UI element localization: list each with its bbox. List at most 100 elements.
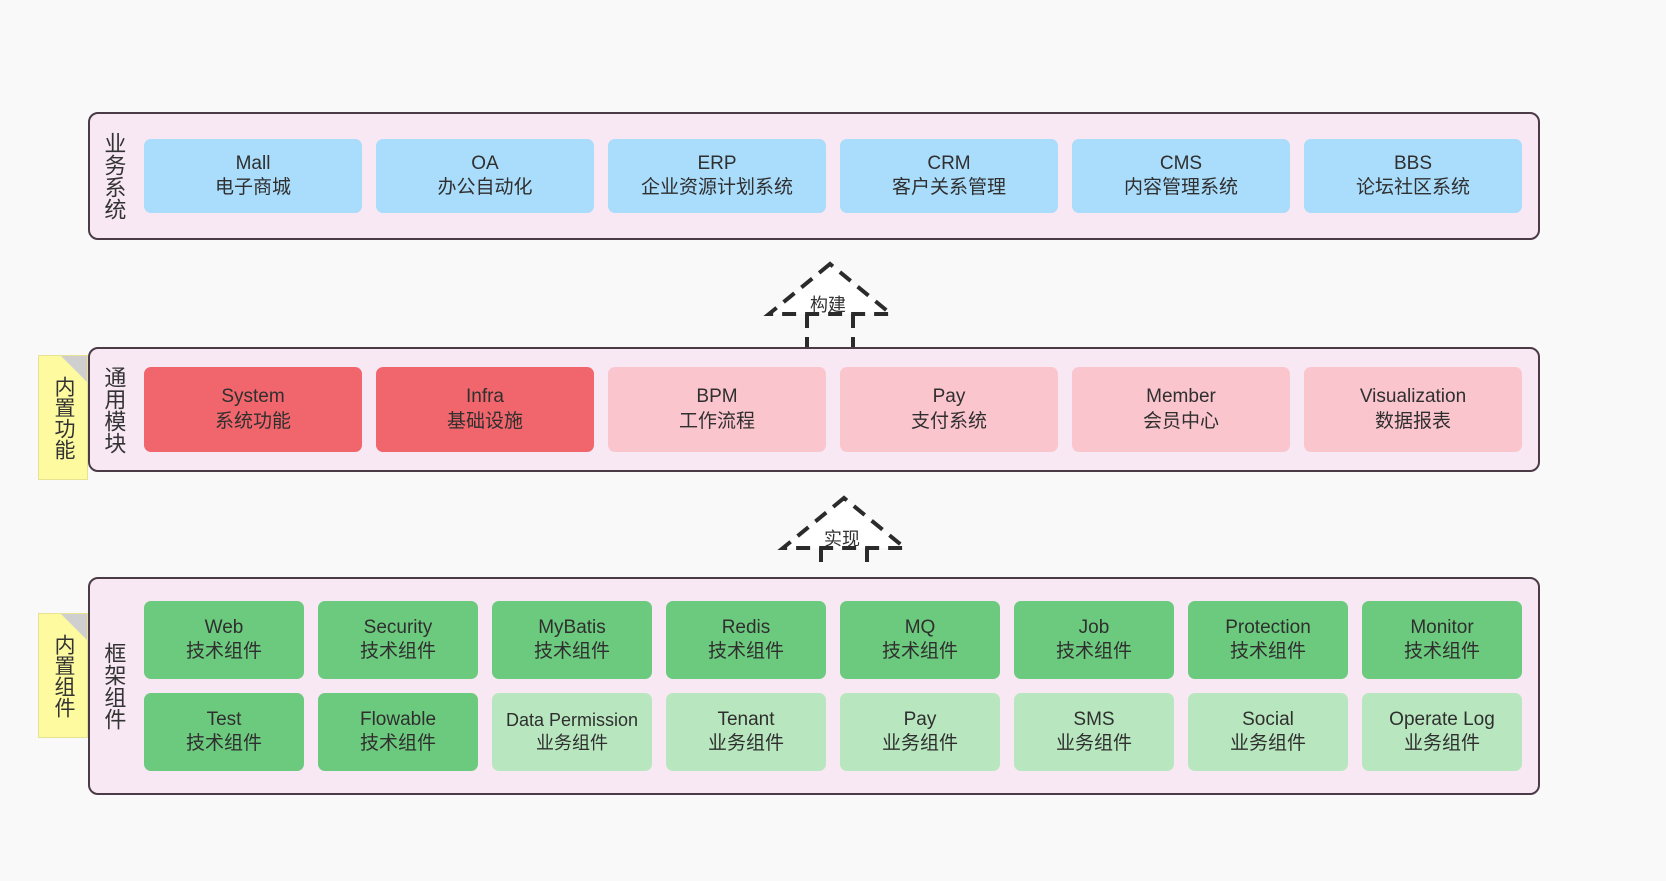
node-subtitle: 办公自动化 [437,177,533,198]
node-subtitle: 技术组件 [533,641,610,662]
node-title: Infra [465,386,505,408]
node-subtitle: 技术组件 [359,641,436,662]
layer-label-framework-components: 框架组件 [101,642,127,730]
layer-business-systems: 业务系统 Mall 电子商城 OA 办公自动化 ERP 企业资源计划系统 CRM… [88,112,1540,240]
node-title: BPM [696,386,738,408]
node-subtitle: 技术组件 [185,733,262,754]
note-text: 内置功能 [51,375,75,460]
node-subtitle: 技术组件 [1229,641,1306,662]
node-title: Social [1242,708,1294,730]
node-flowable[interactable]: Flowable 技术组件 [318,693,478,771]
node-pay-component[interactable]: Pay 业务组件 [840,693,1000,771]
node-bpm[interactable]: BPM 工作流程 [608,367,826,452]
node-title: OA [471,152,499,174]
node-title: Security [363,616,433,638]
row-business-components: Test 技术组件 Flowable 技术组件 Data Permission … [144,693,1522,771]
node-subtitle: 论坛社区系统 [1355,177,1470,198]
node-job[interactable]: Job 技术组件 [1014,601,1174,679]
node-title: CRM [927,152,971,174]
node-title: System [221,386,285,408]
node-title: Data Permission [505,709,639,730]
node-subtitle: 技术组件 [881,641,958,662]
node-subtitle: 技术组件 [359,733,436,754]
layer-body-business-systems: Mall 电子商城 OA 办公自动化 ERP 企业资源计划系统 CRM 客户关系… [136,114,1538,238]
node-title: Monitor [1410,616,1474,638]
node-mall[interactable]: Mall 电子商城 [144,139,362,213]
node-title: BBS [1393,152,1433,174]
node-crm[interactable]: CRM 客户关系管理 [840,139,1058,213]
node-title: Redis [721,616,771,638]
node-redis[interactable]: Redis 技术组件 [666,601,826,679]
node-subtitle: 工作流程 [678,410,755,432]
node-title: ERP [697,152,737,174]
node-title: Pay [932,386,966,408]
node-tenant[interactable]: Tenant 业务组件 [666,693,826,771]
node-pay-module[interactable]: Pay 支付系统 [840,367,1058,452]
node-security[interactable]: Security 技术组件 [318,601,478,679]
node-mq[interactable]: MQ 技术组件 [840,601,1000,679]
node-title: Job [1078,616,1110,638]
node-subtitle: 客户关系管理 [891,177,1006,198]
node-title: CMS [1159,152,1203,174]
node-test[interactable]: Test 技术组件 [144,693,304,771]
layer-common-modules: 通用模块 System 系统功能 Infra 基础设施 BPM 工作流程 Pay… [88,347,1540,472]
note-text: 内置组件 [51,633,75,718]
node-title: SMS [1073,708,1115,730]
layer-body-common-modules: System 系统功能 Infra 基础设施 BPM 工作流程 Pay 支付系统… [136,349,1538,470]
node-subtitle: 数据报表 [1374,410,1451,432]
node-social[interactable]: Social 业务组件 [1188,693,1348,771]
node-bbs[interactable]: BBS 论坛社区系统 [1304,139,1522,213]
connector-implement-label: 实现 [824,529,860,549]
node-subtitle: 技术组件 [707,641,784,662]
layer-label-common-modules: 通用模块 [101,365,127,454]
node-system[interactable]: System 系统功能 [144,367,362,452]
node-operate-log[interactable]: Operate Log 业务组件 [1362,693,1522,771]
node-web[interactable]: Web 技术组件 [144,601,304,679]
node-title: Flowable [359,708,437,730]
node-sms[interactable]: SMS 业务组件 [1014,693,1174,771]
node-subtitle: 业务组件 [1055,733,1132,754]
node-oa[interactable]: OA 办公自动化 [376,139,594,213]
connector-build-glyph [763,261,897,350]
node-title: Visualization [1359,386,1467,408]
layer-label-business-systems: 业务系统 [101,132,127,220]
node-subtitle: 业务组件 [1229,733,1306,754]
node-erp[interactable]: ERP 企业资源计划系统 [608,139,826,213]
node-member[interactable]: Member 会员中心 [1072,367,1290,452]
node-title: Mall [235,152,271,174]
node-protection[interactable]: Protection 技术组件 [1188,601,1348,679]
node-title: MyBatis [538,616,606,638]
node-subtitle: 业务组件 [1403,733,1480,754]
node-subtitle: 技术组件 [185,641,262,662]
node-subtitle: 业务组件 [536,733,608,753]
node-cms[interactable]: CMS 内容管理系统 [1072,139,1290,213]
node-infra[interactable]: Infra 基础设施 [376,367,594,452]
node-mybatis[interactable]: MyBatis 技术组件 [492,601,652,679]
node-title: Operate Log [1389,708,1495,730]
node-subtitle: 系统功能 [214,410,291,432]
node-title: Protection [1225,616,1311,638]
node-subtitle: 基础设施 [446,410,523,432]
node-subtitle: 支付系统 [910,410,987,432]
node-subtitle: 内容管理系统 [1123,177,1238,198]
node-title: Tenant [717,708,775,730]
note-builtin-components: 内置组件 [38,613,88,738]
connector-implement-glyph [777,495,911,570]
layer-framework-components: 框架组件 Web 技术组件 Security 技术组件 MyBatis 技术组件… [88,577,1540,795]
node-title: Web [204,616,244,638]
node-title: Member [1146,386,1216,408]
node-visualization[interactable]: Visualization 数据报表 [1304,367,1522,452]
node-title: Pay [903,708,937,730]
node-subtitle: 业务组件 [707,733,784,754]
row-common-modules: System 系统功能 Infra 基础设施 BPM 工作流程 Pay 支付系统… [144,367,1522,452]
layer-body-framework-components: Web 技术组件 Security 技术组件 MyBatis 技术组件 Redi… [136,579,1538,793]
node-monitor[interactable]: Monitor 技术组件 [1362,601,1522,679]
node-title: Test [206,708,242,730]
note-builtin-features: 内置功能 [38,355,88,480]
node-subtitle: 技术组件 [1403,641,1480,662]
node-subtitle: 企业资源计划系统 [640,177,793,198]
node-data-permission[interactable]: Data Permission 业务组件 [492,693,652,771]
node-subtitle: 电子商城 [214,177,291,198]
row-tech-components: Web 技术组件 Security 技术组件 MyBatis 技术组件 Redi… [144,601,1522,679]
